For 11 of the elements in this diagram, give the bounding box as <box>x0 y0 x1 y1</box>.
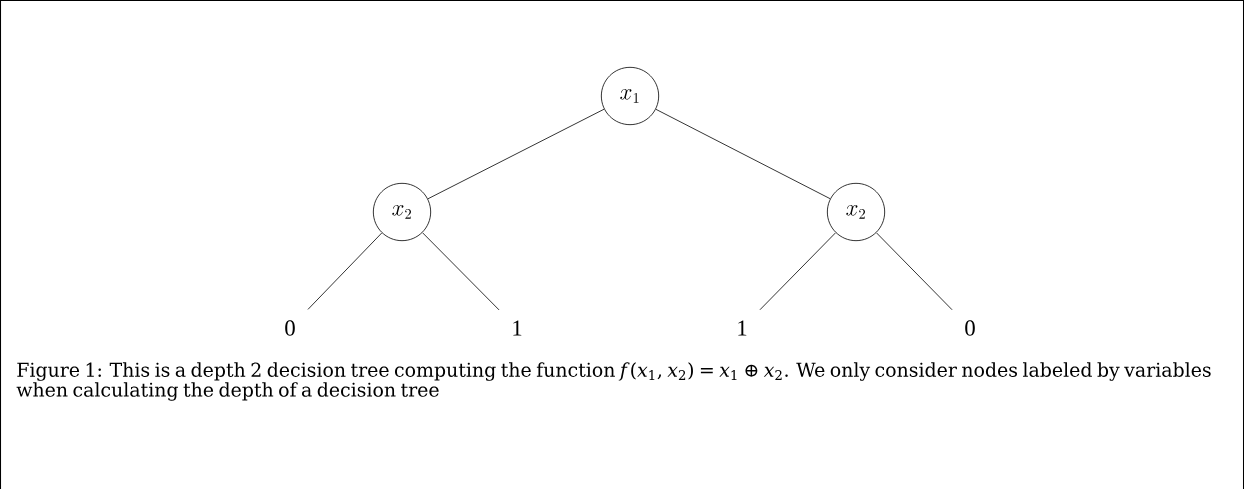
tree-edge <box>876 232 953 311</box>
tree-edge <box>759 232 837 311</box>
leaf-value: 1 <box>738 320 747 336</box>
leaf-value: 1 <box>513 320 522 336</box>
tree-edge <box>422 232 500 311</box>
figure-caption: Figure 1: This is a depth 2 decision tree computing the function f(x$_{1}$, x$_{2}$) = x$_{1}$ ⊕ x$_{2}$. We only consider nodes labeled by variables when calculating the depth of a decision tree <box>16 362 1211 401</box>
tree-edge <box>427 108 605 200</box>
leaf-value: 0 <box>965 320 975 336</box>
tree-edge <box>307 232 383 310</box>
tree-edge <box>655 108 831 200</box>
leaf-value: 0 <box>285 320 295 336</box>
